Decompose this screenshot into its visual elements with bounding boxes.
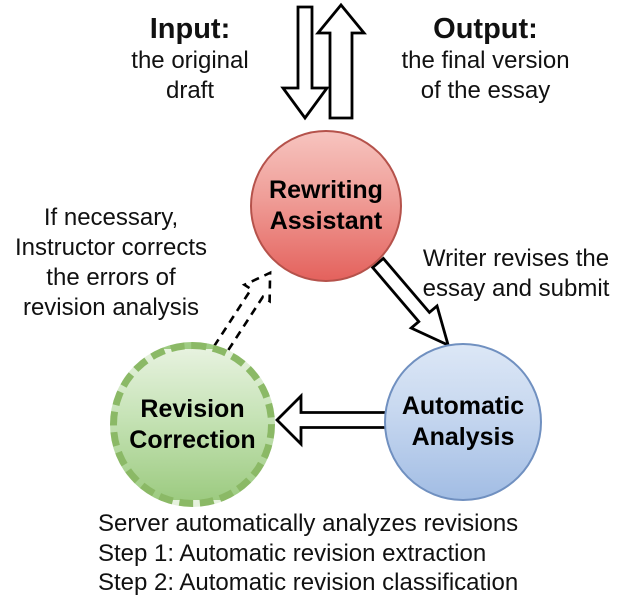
- node-automatic-analysis-label: Automatic Analysis: [402, 391, 524, 453]
- instructor-note-line: the errors of: [46, 264, 176, 291]
- instructor-note: If necessary, Instructor corrects the er…: [0, 203, 222, 323]
- server-note-line: Step 2: Automatic revision classificatio…: [98, 569, 519, 596]
- server-note: Server automatically analyzes revisions …: [98, 509, 518, 598]
- down-right-arrow-icon: [370, 256, 451, 348]
- node-label-line: Rewriting: [269, 176, 383, 204]
- submit-arrow: [370, 256, 451, 348]
- dashed-up-right-arrow-icon: [212, 270, 272, 356]
- input-line: the original: [131, 47, 249, 74]
- node-automatic-analysis: Automatic Analysis: [384, 343, 542, 501]
- server-note-line: Step 1: Automatic revision extraction: [98, 539, 487, 567]
- node-label-line: Automatic: [401, 392, 525, 420]
- node-label-line: Assistant: [269, 207, 383, 235]
- writer-note: Writer revises the essay and submit: [405, 244, 627, 304]
- node-rewriting-assistant-label: Rewriting Assistant: [269, 175, 383, 237]
- output-line: of the essay: [420, 77, 551, 104]
- writer-note-line: essay and submit: [422, 275, 610, 302]
- output-label: Output: the final version of the essay: [393, 13, 578, 106]
- correction-to-assistant-arrow: [212, 270, 272, 356]
- instructor-note-line: If necessary,: [43, 204, 179, 231]
- node-revision-correction: Revision Correction: [110, 342, 275, 507]
- input-line: draft: [165, 77, 215, 104]
- node-label-line: Revision: [140, 394, 245, 423]
- input-title: Input:: [149, 13, 231, 45]
- output-line: the final version: [401, 47, 570, 74]
- input-label: Input: the original draft: [100, 13, 280, 106]
- server-note-line: Server automatically analyzes revisions: [98, 510, 519, 537]
- instructor-note-line: revision analysis: [22, 294, 200, 321]
- writer-note-line: Writer revises the: [422, 245, 610, 272]
- up-arrow-icon: [315, 2, 367, 120]
- down-arrow-icon: [280, 5, 330, 121]
- analysis-to-correction-arrow: [275, 392, 392, 448]
- left-arrow-icon: [275, 392, 392, 448]
- node-label-line: Analysis: [411, 423, 515, 451]
- output-title: Output:: [433, 13, 538, 45]
- instructor-note-line: Instructor corrects: [14, 234, 208, 261]
- node-revision-correction-label: Revision Correction: [129, 394, 255, 456]
- node-label-line: Correction: [129, 425, 256, 454]
- node-rewriting-assistant: Rewriting Assistant: [250, 130, 402, 282]
- input-output-arrows: [280, 2, 367, 121]
